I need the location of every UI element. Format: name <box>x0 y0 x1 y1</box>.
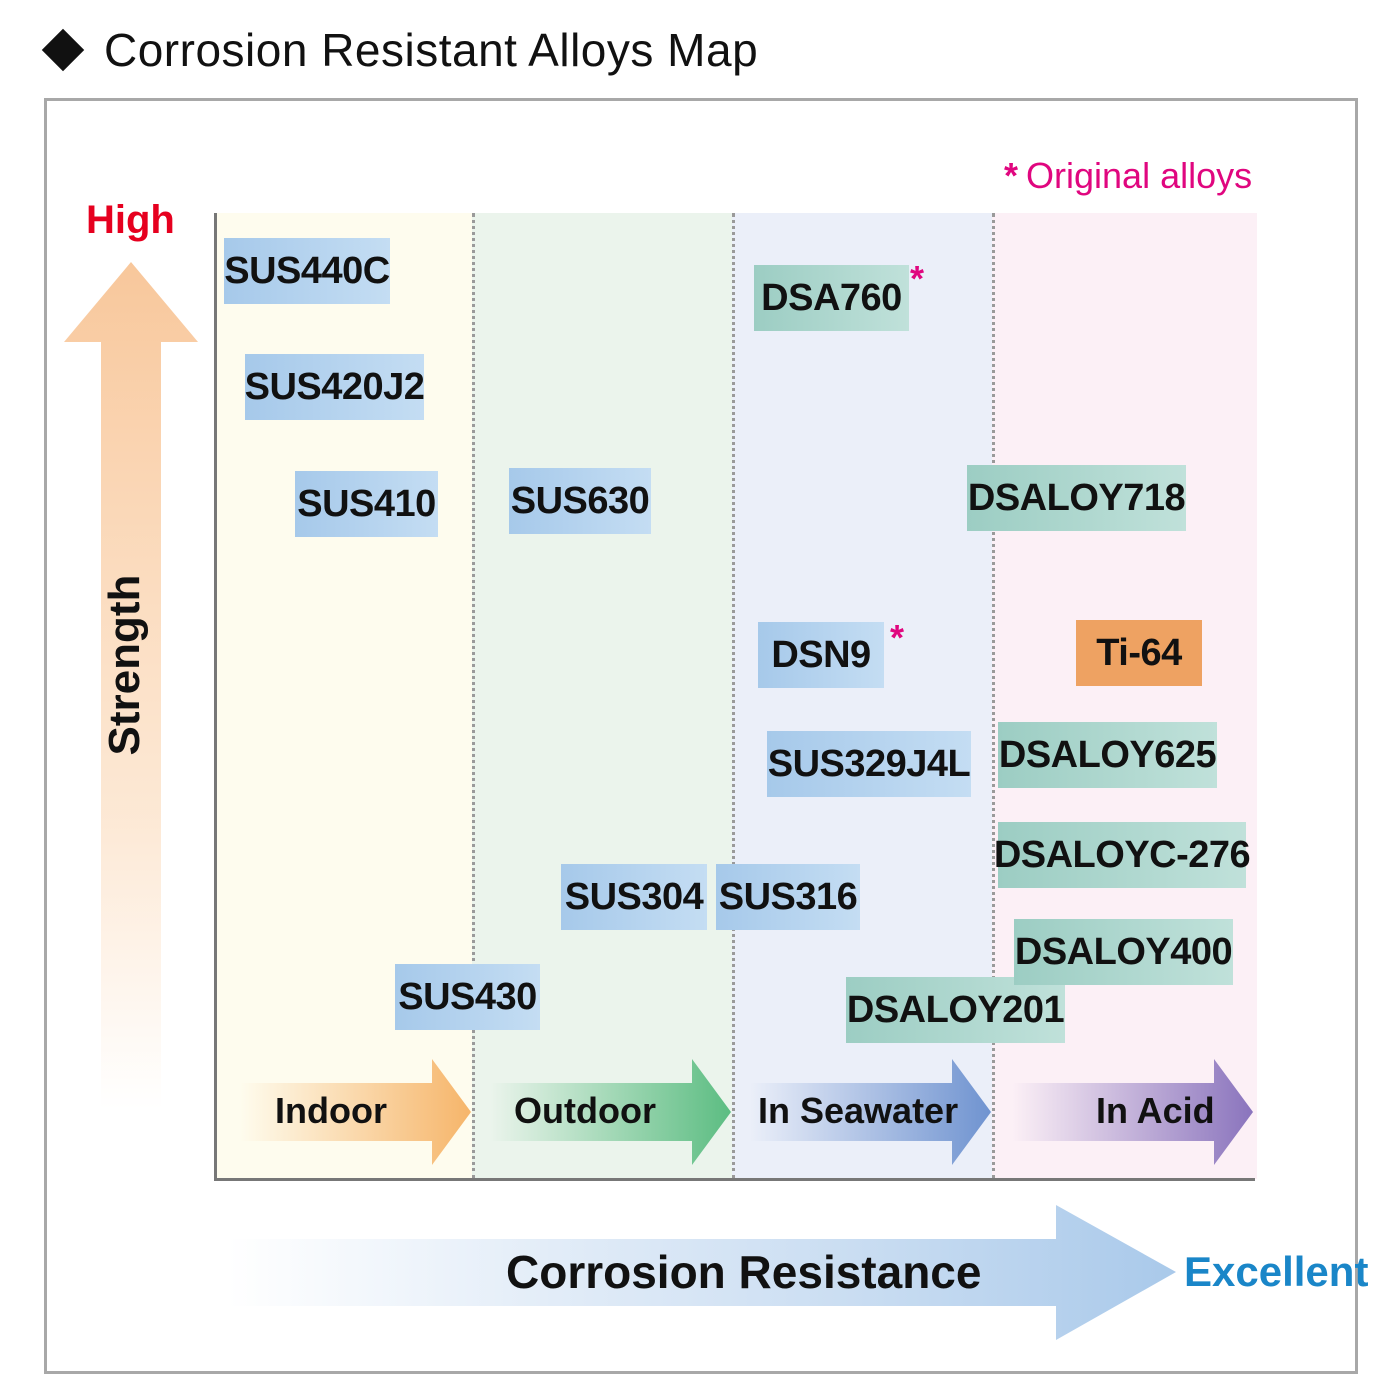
alloy-box-dsn9: DSN9 <box>758 622 884 688</box>
y-axis-line <box>214 213 217 1181</box>
alloy-box-sus410: SUS410 <box>295 471 438 537</box>
zone-arrow-indoor-icon <box>240 1059 471 1165</box>
zone-arrow-outdoor-icon <box>490 1059 731 1165</box>
zone-label-acid: In Acid <box>1096 1090 1215 1131</box>
zone-label-seawater: In Seawater <box>758 1090 959 1131</box>
zone-arrow-acid-icon <box>1012 1059 1253 1165</box>
alloy-box-sus440c: SUS440C <box>224 238 390 304</box>
alloy-box-sus420j2: SUS420J2 <box>245 354 425 420</box>
title-text: Corrosion Resistant Alloys Map <box>104 24 759 76</box>
alloy-box-sus430: SUS430 <box>395 964 540 1030</box>
x-axis-line <box>214 1178 1255 1181</box>
strength-arrow-icon <box>64 262 198 1110</box>
zone-label-indoor: Indoor <box>275 1090 387 1131</box>
original-mark-dsa760-icon: * <box>910 258 925 299</box>
strength-axis-label: Strength <box>100 574 149 756</box>
legend: *Original alloys <box>1004 155 1252 197</box>
zones-area <box>216 213 1257 1179</box>
alloy-box-ti64: Ti-64 <box>1076 620 1202 686</box>
map-frame <box>44 98 1358 1374</box>
alloy-box-sus316: SUS316 <box>716 864 860 930</box>
strength-high-label: High <box>86 198 175 242</box>
alloy-box-dsaloy625: DSALOY625 <box>998 722 1217 788</box>
original-mark-icon: * <box>1004 155 1019 196</box>
alloy-box-dsa760: DSA760 <box>754 265 909 331</box>
corrosion-axis-label: Corrosion Resistance <box>506 1246 982 1298</box>
alloy-box-dsaloy201: DSALOY201 <box>846 977 1065 1043</box>
zone-label-outdoor: Outdoor <box>514 1090 656 1131</box>
alloy-box-sus304: SUS304 <box>561 864 707 930</box>
corrosion-excellent-label: Excellent <box>1184 1248 1369 1295</box>
alloy-box-dsaloy400: DSALOY400 <box>1014 919 1233 985</box>
original-mark-dsn9-icon: * <box>890 617 905 658</box>
alloy-box-dsaloy718: DSALOY718 <box>967 465 1186 531</box>
corrosion-arrow-icon <box>228 1205 1176 1340</box>
page-title: Corrosion Resistant Alloys Map <box>38 18 758 82</box>
zone-arrow-seawater-icon <box>750 1059 991 1165</box>
alloy-box-sus630: SUS630 <box>509 468 651 534</box>
alloy-box-dsaloyc276: DSALOYC-276 <box>994 822 1251 888</box>
alloy-box-sus329j4l: SUS329J4L <box>767 731 971 797</box>
legend-label: Original alloys <box>1026 155 1253 196</box>
